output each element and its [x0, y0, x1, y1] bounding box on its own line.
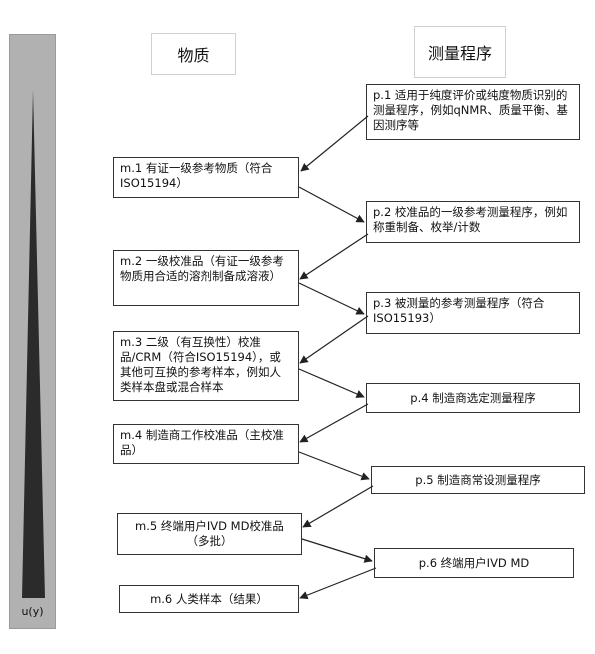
- arrow-m4-p5: [298, 451, 370, 481]
- material-box-m4: m.4 制造商工作校准品（主校准品）: [113, 424, 299, 464]
- arrow-p2-m2: [299, 233, 369, 280]
- arrow-p4-m4: [299, 403, 369, 443]
- arrow-p3-m3: [299, 315, 369, 364]
- procedure-box-p3: p.3 被测量的参考测量程序（符合ISO15193）: [366, 292, 580, 334]
- material-box-m2: m.2 一级校准品（有证一级参考物质用合适的溶剂制备成溶液）: [113, 250, 299, 306]
- procedure-box-p6: p.6 终端用户IVD MD: [374, 548, 574, 578]
- header-procedures: 测量程序: [414, 26, 506, 78]
- uncertainty-wedge: [22, 90, 45, 598]
- procedure-box-p2: p.2 校准品的一级参考测量程序，例如称重制备、枚举/计数: [366, 201, 580, 243]
- material-box-m1: m.1 有证一级参考物质（符合ISO15194）: [113, 157, 299, 198]
- arrow-m2-p3: [298, 282, 365, 315]
- header-materials: 物质: [151, 33, 236, 75]
- procedure-box-p5: p.5 制造商常设测量程序: [371, 466, 585, 494]
- arrow-p1-m1: [300, 115, 369, 172]
- arrow-m1-p2: [298, 186, 365, 223]
- arrow-m5-p6: [301, 538, 373, 563]
- material-box-m3: m.3 二级（有互换性）校准品/CRM（符合ISO15194），或其他可互换的参…: [113, 331, 299, 401]
- material-box-m6: m.6 人类样本（结果）: [119, 585, 299, 613]
- uncertainty-label: u(y): [21, 605, 44, 618]
- procedure-box-p1: p.1 适用于纯度评价或纯度物质识别的测量程序，例如qNMR、质量平衡、基因测序…: [366, 84, 580, 140]
- arrow-m3-p4: [298, 368, 365, 398]
- procedure-box-p4: p.4 制造商选定测量程序: [366, 383, 580, 413]
- uncertainty-bar: [9, 34, 56, 629]
- material-box-m5: m.5 终端用户IVD MD校准品（多批）: [117, 513, 302, 555]
- arrow-p5-m5: [302, 485, 374, 528]
- arrow-p6-m6: [299, 567, 377, 600]
